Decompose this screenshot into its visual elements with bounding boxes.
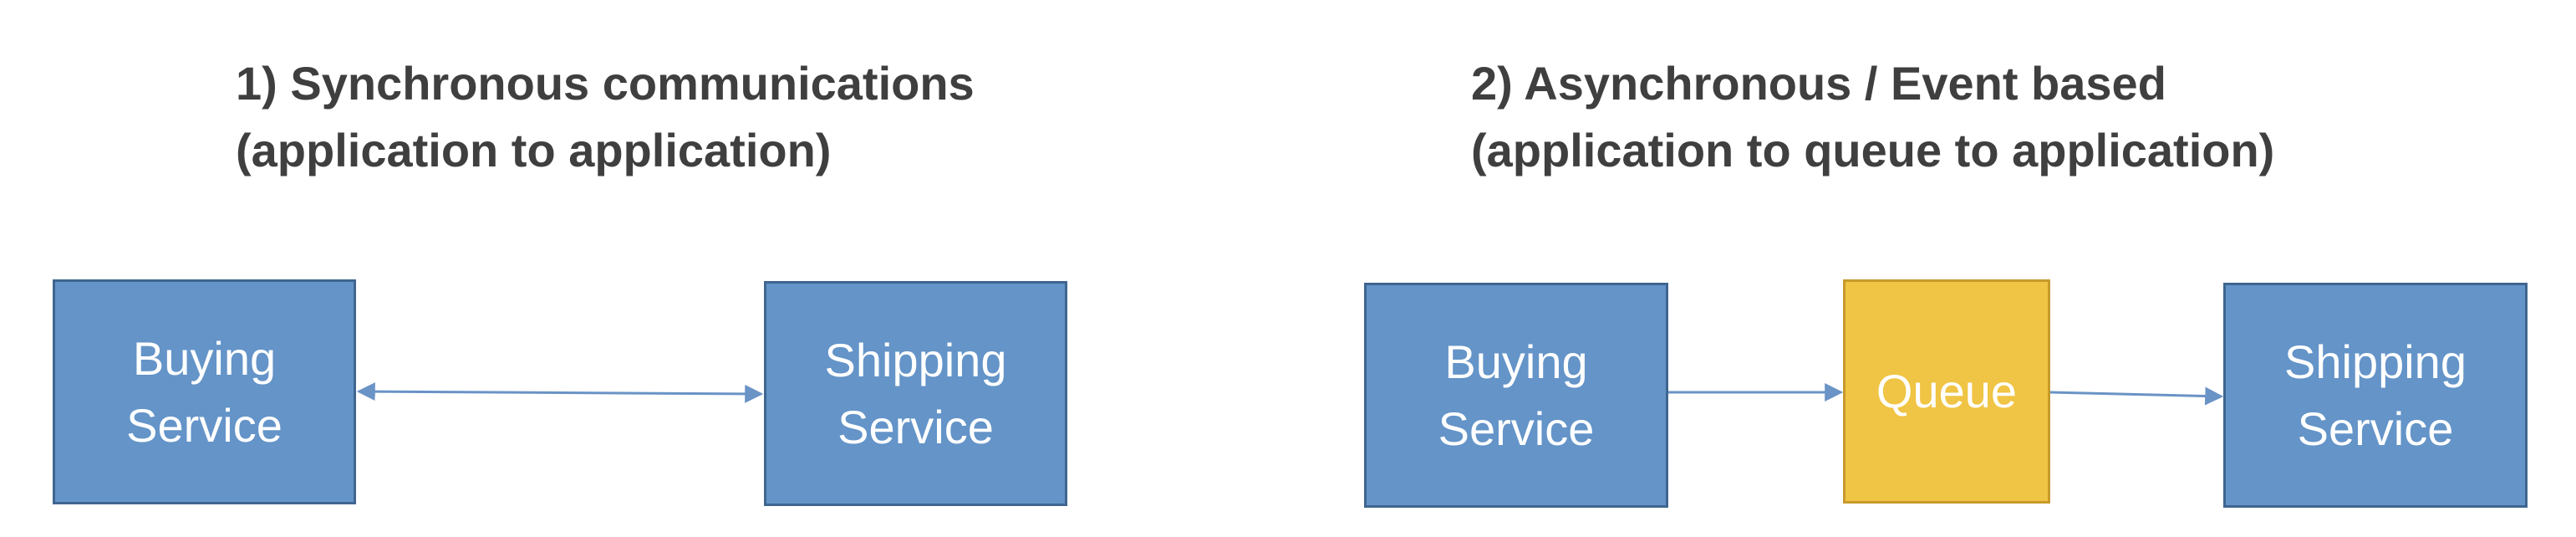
async-buying-service-line1: Buying [1444, 335, 1588, 388]
sync-shipping-service-line1: Shipping [824, 333, 1007, 386]
sync-bidirectional-arrow [356, 382, 764, 403]
sync-title-line1: 1) Synchronous communications [236, 57, 975, 110]
queue-to-shipping-arrow [2049, 386, 2224, 406]
async-buying-service-line2: Service [1438, 401, 1595, 455]
async-title-line2: (application to queue to application) [1471, 124, 2275, 176]
queue-box: Queue [1843, 279, 2050, 504]
async-shipping-service-line1: Shipping [2284, 335, 2467, 388]
async-title-line1: 2) Asynchronous / Event based [1471, 57, 2166, 110]
sync-shipping-service-box: Shipping Service [764, 281, 1067, 506]
async-title: 2) Asynchronous / Event based (applicati… [1471, 50, 2274, 184]
sync-buying-service-box: Buying Service [53, 279, 356, 504]
sync-title-line2: (application to application) [236, 124, 832, 176]
async-shipping-service-box: Shipping Service [2223, 283, 2528, 508]
async-shipping-service-line2: Service [2297, 401, 2454, 455]
sync-buying-service-line2: Service [126, 398, 283, 452]
sync-shipping-service-line2: Service [837, 400, 994, 453]
sync-title: 1) Synchronous communications (applicati… [236, 50, 975, 184]
async-buying-service-box: Buying Service [1364, 283, 1668, 508]
sync-buying-service-line1: Buying [132, 331, 277, 385]
queue-label: Queue [1876, 365, 2018, 417]
